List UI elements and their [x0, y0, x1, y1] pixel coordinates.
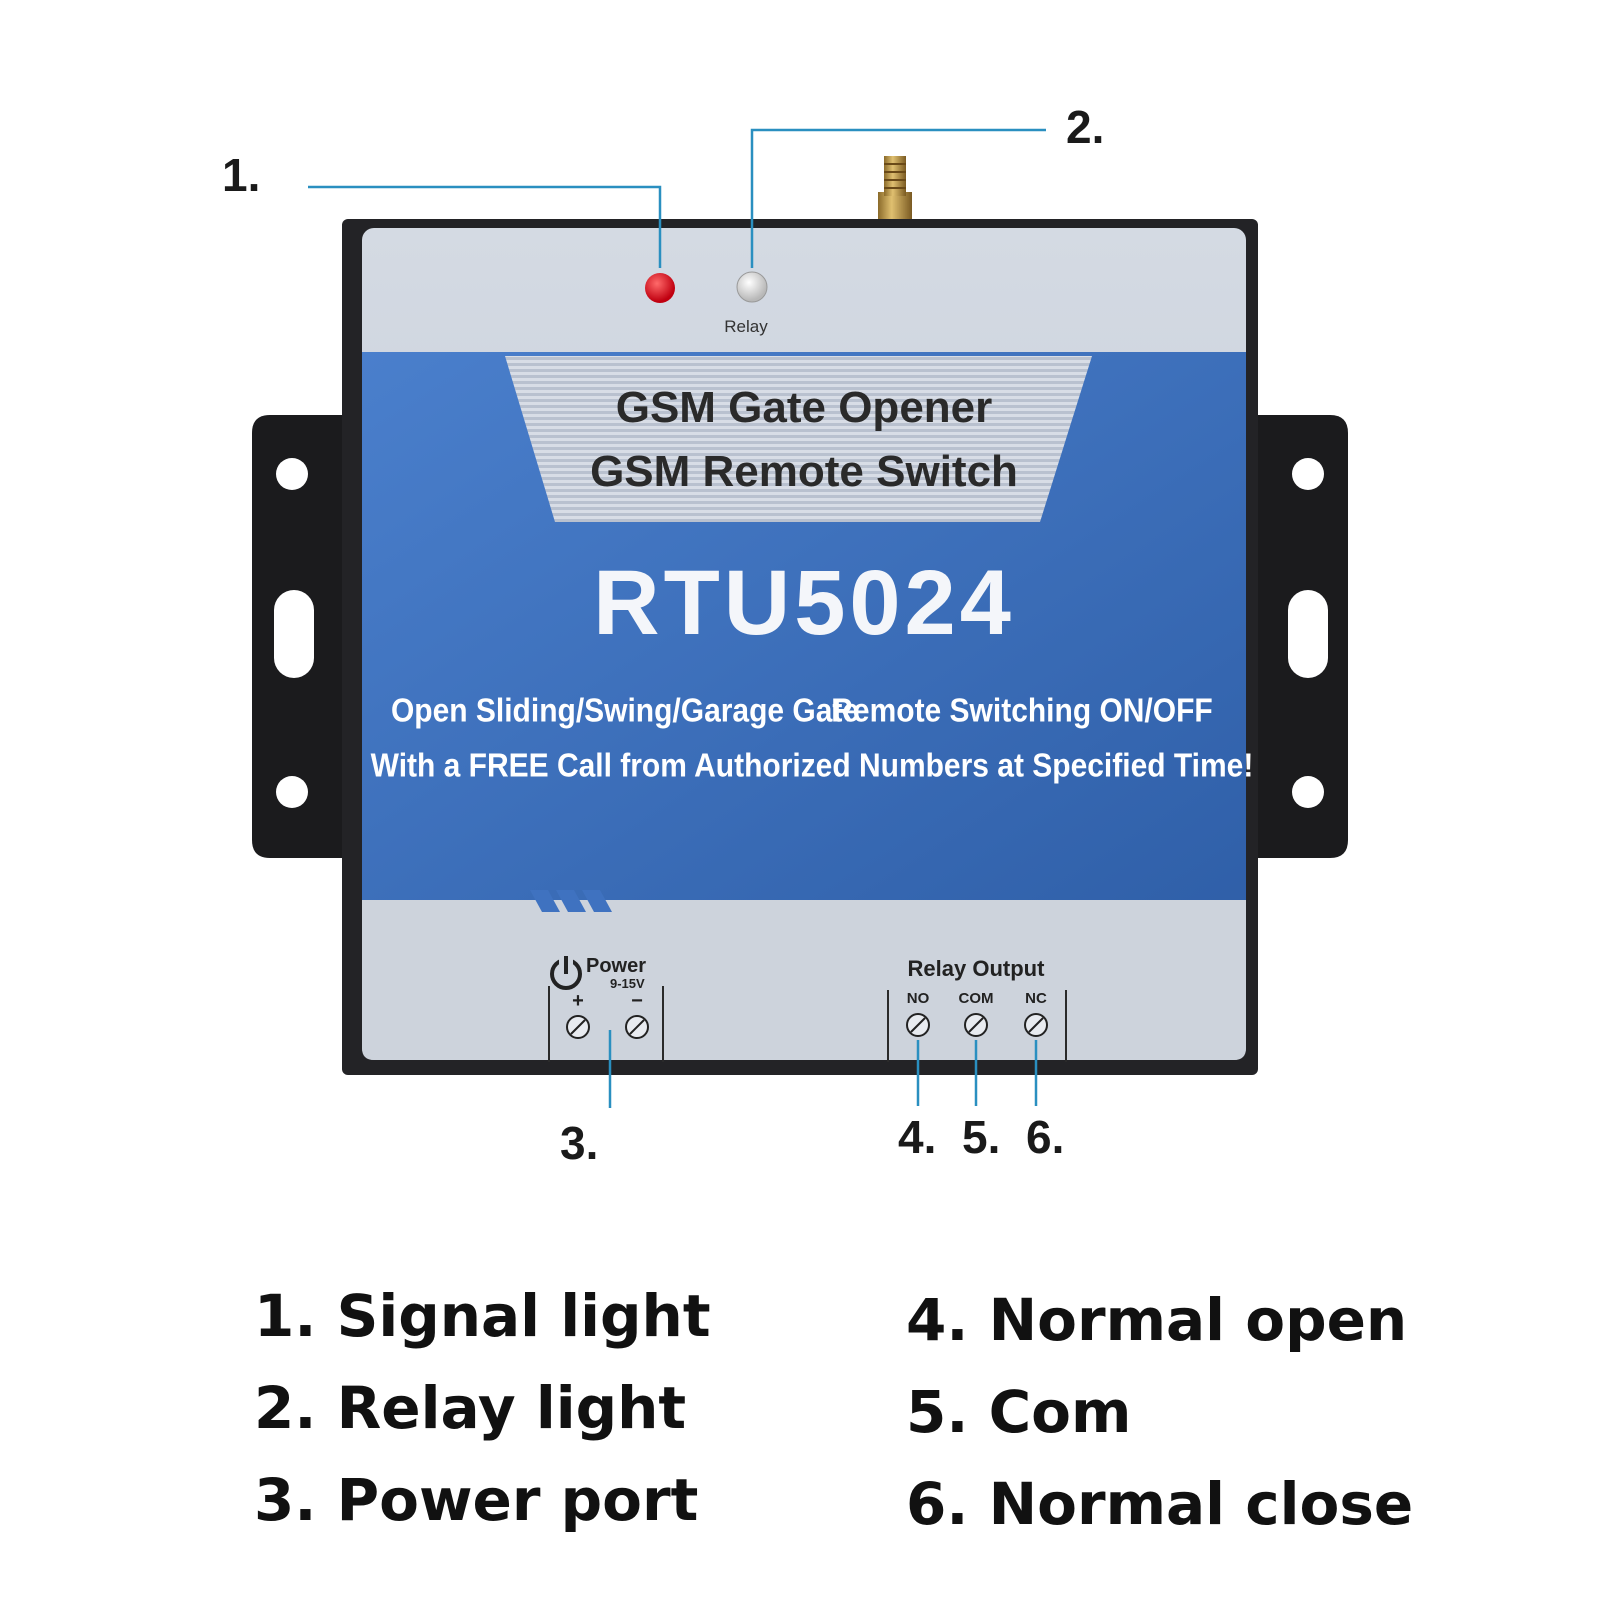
callout-6: 6.: [1026, 1111, 1065, 1163]
legend-item-normal-open: 4. Normal open: [906, 1286, 1408, 1354]
callout-line-2: [750, 128, 1046, 268]
power-voltage: 9-15V: [610, 976, 645, 991]
legend-item-relay-light: 2. Relay light: [254, 1374, 687, 1442]
feature-text-right: Remote Switching ON/OFF: [831, 691, 1212, 729]
feature-text-line2: With a FREE Call from Authorized Numbers…: [371, 746, 1254, 784]
power-label: Power: [586, 955, 646, 977]
left-mounting-flange: [252, 415, 342, 858]
legend-item-signal-light: 1. Signal light: [254, 1282, 711, 1350]
terminal-nc-label: NC: [1025, 990, 1047, 1007]
legend-item-normal-close: 6. Normal close: [906, 1470, 1414, 1538]
callout-line-1: [308, 185, 662, 268]
power-terminal: Power 9-15V + −: [548, 954, 664, 1062]
signal-led: [645, 273, 675, 303]
terminal-screw-no: [906, 1013, 930, 1037]
callout-3: 3.: [560, 1117, 599, 1169]
feature-text-left: Open Sliding/Swing/Garage Gate: [391, 691, 859, 729]
antenna-connector: [878, 156, 912, 222]
callout-1: 1.: [222, 149, 261, 201]
power-plus-label: +: [572, 990, 584, 1012]
model-number: RTU5024: [593, 552, 1015, 654]
power-minus-label: −: [631, 990, 643, 1012]
callout-2: 2.: [1066, 101, 1105, 153]
callout-lines: [308, 128, 1046, 1108]
title-banner: [505, 356, 1092, 522]
terminal-screw-nc: [1024, 1013, 1048, 1037]
power-screw-plus: [566, 1015, 590, 1039]
callout-4: 4.: [898, 1111, 937, 1163]
title-line-2: GSM Remote Switch: [590, 447, 1018, 496]
callout-5: 5.: [962, 1111, 1001, 1163]
relay-output-terminal: Relay Output NO COM NC: [887, 956, 1067, 1062]
title-line-1: GSM Gate Opener: [616, 383, 993, 432]
relay-led: [736, 271, 768, 303]
right-mounting-flange: [1258, 415, 1348, 858]
relay-led-label: Relay: [724, 317, 768, 336]
legend-item-power-port: 3. Power port: [254, 1466, 699, 1534]
terminal-no-label: NO: [907, 990, 930, 1007]
legend-item-com: 5. Com: [906, 1378, 1132, 1446]
decorative-slashes: [530, 890, 612, 912]
power-screw-minus: [625, 1015, 649, 1039]
front-panel: [362, 228, 1246, 1060]
relay-output-label: Relay Output: [908, 956, 1046, 981]
terminal-com-label: COM: [959, 990, 994, 1007]
terminal-screw-com: [964, 1013, 988, 1037]
